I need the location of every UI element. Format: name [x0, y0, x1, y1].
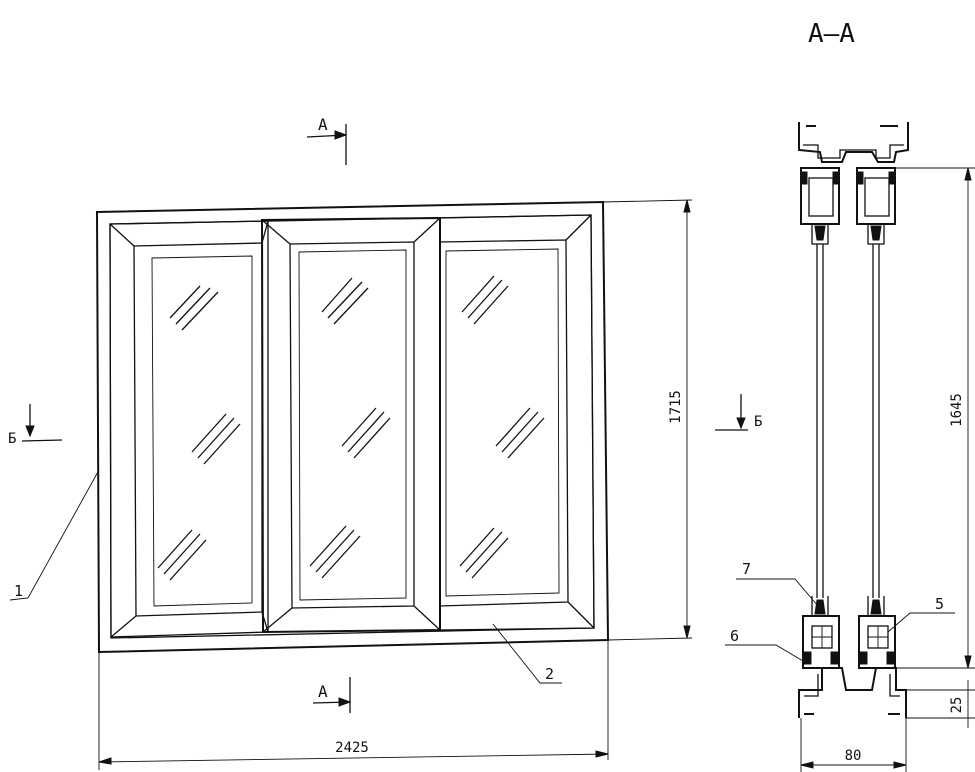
section-title: А–А: [808, 19, 855, 49]
front-view: 1715 2425 А А: [8, 115, 693, 770]
glass-hatch-marks: [157, 275, 545, 581]
left-sash-bottom: [802, 596, 840, 669]
top-track-profile: [798, 122, 909, 163]
callout-5: 5: [887, 595, 955, 633]
section-height-dimension: 1645: [895, 167, 975, 669]
section-mark-a-top-label: А: [318, 115, 328, 134]
section-mark-b-right: Б: [715, 394, 762, 431]
section-height-label: 1645: [949, 393, 965, 427]
callout-6: 6: [725, 627, 809, 665]
section-mark-a-top: А: [306, 115, 348, 165]
right-sash-head: [856, 167, 896, 245]
callout-7-label: 7: [742, 560, 751, 578]
glass-panes: [816, 244, 880, 598]
outer-frame: [95, 200, 610, 654]
section-mark-b-left-label: Б: [8, 431, 16, 447]
callout-1-label: 1: [14, 582, 23, 600]
width-dimension-label: 2425: [335, 740, 369, 756]
callout-1: 1: [9, 469, 100, 601]
section-offset-label: 25: [949, 697, 965, 714]
section-mark-a-bottom: А: [312, 677, 352, 713]
callout-2-label: 2: [545, 665, 554, 683]
section-view: А–А: [715, 19, 975, 772]
callout-6-label: 6: [730, 627, 739, 645]
section-mark-b-right-label: Б: [754, 414, 762, 430]
section-offset-dimension: 25: [906, 680, 975, 728]
section-depth-label: 80: [845, 748, 862, 764]
callout-7: 7: [736, 560, 819, 607]
sash-right: [439, 214, 595, 631]
left-sash-head: [800, 167, 840, 245]
section-mark-b-left: Б: [8, 404, 63, 447]
height-dimension-label: 1715: [668, 390, 684, 424]
height-dimension: 1715: [602, 199, 693, 641]
section-mark-a-bottom-label: А: [318, 682, 328, 701]
section-depth-dimension: 80: [800, 718, 907, 772]
bottom-track-profile: [798, 667, 907, 718]
right-sash-bottom: [858, 596, 896, 669]
callout-5-label: 5: [935, 595, 944, 613]
callout-2: 2: [492, 623, 562, 684]
sash-left: [109, 220, 269, 638]
width-dimension: 2425: [98, 640, 609, 770]
